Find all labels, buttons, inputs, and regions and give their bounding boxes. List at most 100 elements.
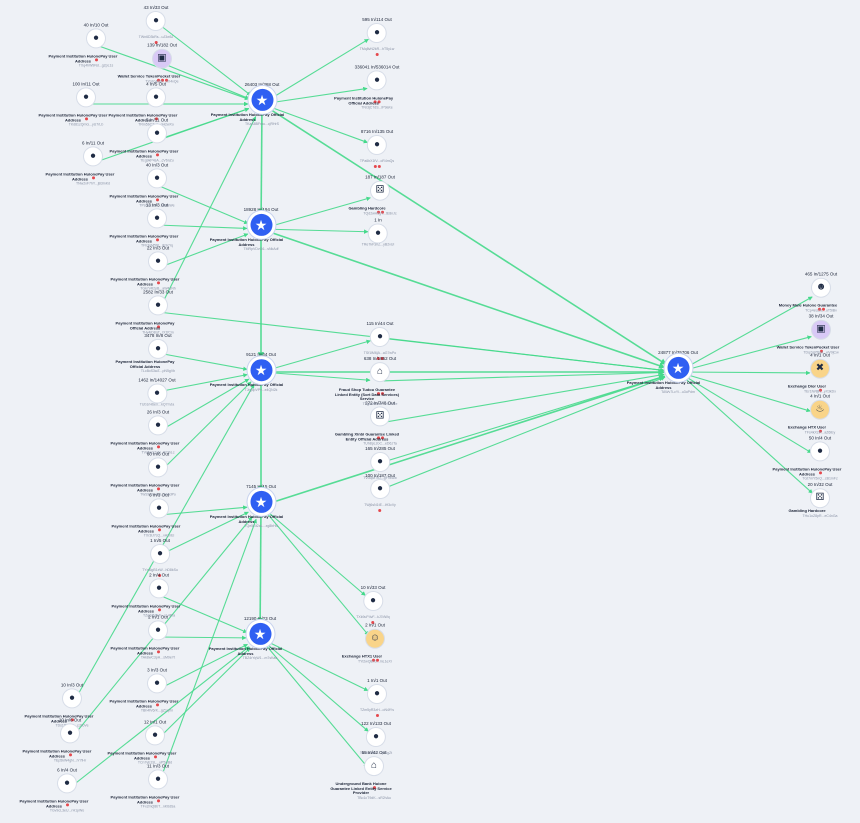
edge-l15-h3[interactable]: [157, 381, 252, 475]
edge-l9-h2[interactable]: [156, 224, 248, 231]
pin-icon[interactable]: ●: [149, 770, 167, 789]
address-node-c13[interactable]: 1 In/1 Out●TZm5yR3zH...oN4fYs: [360, 678, 394, 717]
pin-icon[interactable]: ●: [149, 621, 167, 640]
address-node-l1[interactable]: 43 In/33 Out●TWn6D3kRs...uJ3w5J: [139, 5, 173, 44]
address-node-l11[interactable]: 2582 In/33 Out●Payment Institution Huion…: [116, 289, 180, 334]
edge-l22-h3[interactable]: [71, 383, 255, 706]
edge-l25-h5[interactable]: [66, 646, 250, 791]
edge-c8-h6[interactable]: [379, 372, 665, 424]
edge-l2-h1[interactable]: [95, 44, 250, 101]
address-node-l10[interactable]: 22 In/3 Out●Payment Institution HuionePa…: [111, 245, 180, 290]
address-node-r1[interactable]: 465 In/1275 Out☻Money Mule Huione Guaran…: [779, 272, 843, 313]
star-icon[interactable]: ★: [249, 622, 271, 645]
edge-h4-h6[interactable]: [260, 374, 666, 507]
pin-icon[interactable]: ●: [150, 545, 169, 563]
edge-h6-r2[interactable]: [677, 335, 812, 373]
edge-c10-h6[interactable]: [379, 376, 666, 491]
edge-l14-h3[interactable]: [157, 378, 250, 433]
edge-h4-c12[interactable]: [260, 505, 370, 636]
pin-icon[interactable]: ●: [366, 728, 385, 746]
address-node-l18[interactable]: 2 In/4 Out●Payment Institution HuionePay…: [112, 572, 181, 617]
edge-h1-c3[interactable]: [261, 103, 369, 144]
hub-node-h3[interactable]: 9121 In/44 Out★Payment Institution Huion…: [210, 352, 287, 392]
pin-icon[interactable]: ●: [87, 29, 105, 48]
edge-h1-h2[interactable]: [257, 103, 265, 216]
address-node-l23[interactable]: 10 In/6 Out●Payment Institution HuionePa…: [23, 717, 92, 762]
address-node-c2[interactable]: 336041 In/536014 Out●Payment Institution…: [334, 64, 399, 109]
shop-icon[interactable]: ⌂: [371, 363, 389, 382]
pin-icon[interactable]: ●: [150, 499, 168, 518]
address-node-l3[interactable]: 139 In/182 Out▣Wallet Service TokenPocke…: [118, 43, 184, 84]
address-node-l2[interactable]: 40 In/10 Out●Payment Institution HuioneP…: [49, 22, 118, 67]
edge-l17-h4[interactable]: [159, 511, 249, 556]
address-node-l19[interactable]: 2 In/1 Out●Payment Institution HuionePay…: [111, 614, 180, 659]
pin-icon[interactable]: ●: [148, 169, 166, 188]
dice-icon[interactable]: ⚄: [371, 181, 389, 200]
pin-icon[interactable]: ●: [148, 124, 166, 143]
pin-icon[interactable]: ●: [148, 674, 166, 693]
star-icon[interactable]: ★: [250, 213, 272, 236]
address-node-l4[interactable]: 100 In/11 Out●Payment Institution Huione…: [39, 81, 108, 126]
address-node-l14[interactable]: 26 In/3 Out●Payment Institution HuionePa…: [111, 409, 180, 454]
edge-h6-r5[interactable]: [677, 371, 812, 454]
star-icon[interactable]: ★: [667, 356, 689, 379]
pin-icon[interactable]: ●: [149, 339, 167, 358]
star-icon[interactable]: ★: [250, 490, 272, 513]
edge-h6-r1[interactable]: [677, 296, 813, 373]
address-node-c8[interactable]: 272 In/748 Out⚄Gambling Xinbi Guarantee …: [335, 400, 402, 445]
pin-icon[interactable]: ●: [149, 458, 167, 477]
pin-icon[interactable]: ●: [370, 480, 389, 498]
edge-l21-h5[interactable]: [154, 647, 251, 743]
edge-l13-h3[interactable]: [156, 373, 248, 393]
edge-l8-h2[interactable]: [156, 184, 249, 225]
hub-node-h1[interactable]: 26403 In/368 Out★Payment Institution Hui…: [211, 82, 288, 126]
wallet-icon[interactable]: ▣: [153, 49, 171, 68]
pin-icon[interactable]: ●: [147, 88, 165, 107]
edge-l12-h3[interactable]: [157, 352, 248, 371]
address-node-l6[interactable]: 5 In/11 Out●Payment Institution HuionePa…: [110, 117, 179, 162]
hub-node-h5[interactable]: 12190 In/23 Out★Payment Institution Huio…: [209, 616, 286, 660]
address-node-c5[interactable]: 1 In●TRe7kF3hZ...yB2vUi: [362, 218, 394, 247]
wallet-icon[interactable]: ▣: [812, 320, 830, 339]
address-node-l7[interactable]: 6 In/11 Out●Payment Institution HuionePa…: [46, 140, 115, 185]
address-node-l13[interactable]: 1462 In/14027 Out●TUb1rH6eX...kQ7mJa: [138, 378, 175, 407]
edge-l1-h1[interactable]: [155, 21, 252, 96]
address-node-l21[interactable]: 12 In/1 Out●Payment Institution HuionePa…: [108, 719, 177, 764]
pin-icon[interactable]: ●: [811, 442, 829, 461]
edge-l3-h1[interactable]: [161, 62, 250, 100]
pin-icon[interactable]: ●: [149, 296, 167, 315]
pin-icon[interactable]: ●: [364, 592, 382, 610]
edge-h1-c1[interactable]: [261, 38, 369, 105]
edge-h6-r6[interactable]: [677, 371, 813, 494]
pin-icon[interactable]: ●: [61, 724, 79, 743]
edge-h6-r3[interactable]: [677, 370, 811, 376]
edge-l18-h5[interactable]: [158, 594, 248, 634]
edge-h1-h6[interactable]: [261, 103, 667, 366]
edge-l16-h4[interactable]: [158, 505, 248, 516]
person-icon[interactable]: ☻: [812, 278, 830, 297]
star-icon[interactable]: ★: [250, 359, 272, 382]
edge-l11-h1[interactable]: [157, 116, 257, 313]
address-node-c15[interactable]: 65 In/42 Out⌂Underground Bank Huione Gua…: [330, 750, 396, 800]
pin-icon[interactable]: ●: [149, 252, 167, 271]
pin-icon[interactable]: ●: [368, 136, 386, 154]
edge-c7-h6[interactable]: [379, 370, 665, 382]
edge-l19-h5[interactable]: [157, 635, 247, 641]
pin-icon[interactable]: ●: [148, 384, 166, 403]
address-node-l8[interactable]: 40 In/3 Out●Payment Institution HuionePa…: [110, 162, 179, 207]
bank-icon[interactable]: ⌂: [365, 757, 383, 776]
dice-icon[interactable]: ⚄: [811, 489, 829, 508]
address-node-l12[interactable]: 3478 In/8 Out●Payment Institution Huione…: [116, 333, 180, 373]
edge-c9-h6[interactable]: [379, 375, 666, 464]
edge-h6-r4[interactable]: [677, 371, 811, 413]
edge-h4-c11[interactable]: [260, 505, 366, 596]
star-icon[interactable]: ★: [251, 88, 273, 111]
pin-icon[interactable]: ●: [63, 689, 81, 708]
address-node-c7[interactable]: 638 In/1852 Out⌂Fraud Shop Tudou Guarant…: [335, 356, 402, 406]
edge-h1-c2[interactable]: [261, 86, 368, 105]
